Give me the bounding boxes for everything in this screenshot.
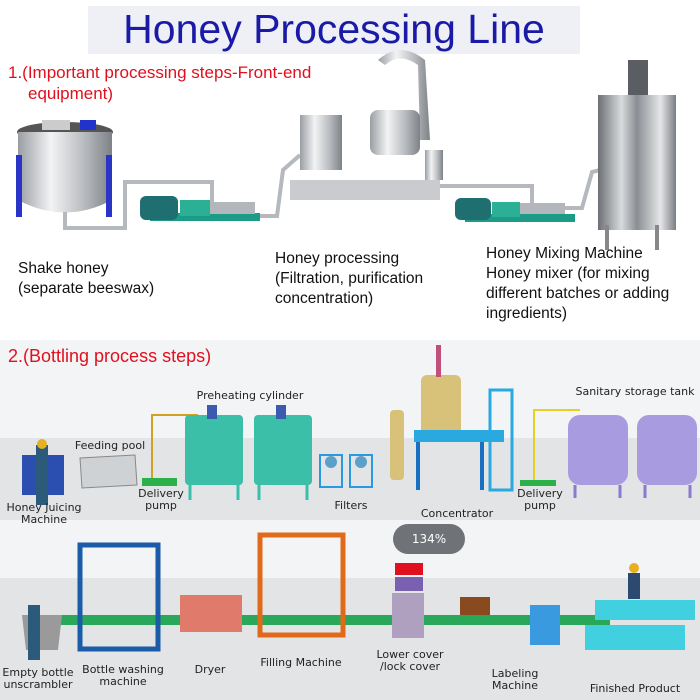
label-line: pump <box>145 499 177 512</box>
floor-band-2 <box>0 578 700 700</box>
delivery-pump-2 <box>520 480 556 486</box>
label-feeding-pool: Feeding pool <box>74 439 146 452</box>
label-labeling-machine: Labeling Machine <box>485 668 545 692</box>
pump-2 <box>455 198 575 222</box>
label-dryer: Dryer <box>194 663 226 676</box>
label-empty-bottle-unscrambler: Empty bottle unscrambler <box>0 667 76 691</box>
section1-heading-line2: equipment) <box>28 84 114 103</box>
label-line: unscrambler <box>3 678 73 691</box>
filters <box>319 454 373 488</box>
filling-machine <box>257 532 346 638</box>
labeling-machine <box>530 605 560 645</box>
label-sanitary-storage-tank: Sanitary storage tank <box>575 385 695 398</box>
dryer <box>180 595 242 632</box>
step-shake-honey: Shake honey (separate beeswax) <box>18 259 154 299</box>
label-finished-product: Finished Product <box>589 682 681 695</box>
caption-line: Honey processing <box>275 250 400 267</box>
label-filling-machine: Filling Machine <box>260 656 342 669</box>
label-line: Machine <box>491 679 539 692</box>
caption-line: concentration) <box>275 290 374 307</box>
honey-extractor <box>16 120 113 217</box>
title-background <box>88 6 580 54</box>
caption-line: Shake honey <box>18 260 109 277</box>
caption-line: Honey mixer (for mixing <box>486 265 650 282</box>
label-line: Honey Juicing <box>6 501 82 514</box>
caption-line: different batches or adding <box>486 285 670 302</box>
concentrator <box>390 345 514 492</box>
pump-1 <box>140 196 260 221</box>
label-honey-juicing-machine: Honey Juicing Machine <box>2 502 86 526</box>
preheating-cylinders <box>185 405 312 500</box>
label-line: Lower cover <box>376 648 444 661</box>
bottle-washing-machine <box>77 542 161 652</box>
label-delivery-pump-2: Delivery pump <box>512 488 568 512</box>
label-line: Bottle washing <box>82 663 164 676</box>
label-line: Empty bottle <box>2 666 74 679</box>
caption-line: Honey Mixing Machine <box>486 245 643 262</box>
honey-juicing-machine <box>22 439 64 505</box>
zoom-indicator: 134% <box>393 524 465 554</box>
capping-station <box>460 597 490 615</box>
pipes <box>63 153 601 230</box>
page-title: Honey Processing Line <box>123 6 545 52</box>
label-delivery-pump-1: Delivery pump <box>134 488 188 512</box>
conveyor <box>50 615 610 625</box>
label-line: Delivery <box>138 487 184 500</box>
section1-heading: 1.(Important processing steps-Front-end … <box>8 62 311 104</box>
sanitary-storage-tanks <box>568 415 697 498</box>
front-end-equipment-illustration <box>16 50 676 250</box>
label-concentrator: Concentrator <box>420 507 494 520</box>
label-line: /lock cover <box>380 660 440 673</box>
feed-pipe-2 <box>533 409 580 480</box>
lower-cover-machine <box>392 563 424 638</box>
label-line: machine <box>99 675 147 688</box>
label-line: Delivery <box>517 487 563 500</box>
caption-line: (separate beeswax) <box>18 280 155 297</box>
step-honey-mixing: Honey Mixing Machine Honey mixer (for mi… <box>486 244 669 324</box>
empty-bottle-unscrambler <box>22 605 62 660</box>
section1-heading-line1: 1.(Important processing steps-Front-end <box>8 63 312 82</box>
delivery-pump-1 <box>142 478 177 486</box>
label-bottle-washing-machine: Bottle washing machine <box>80 664 166 688</box>
label-line: Machine <box>20 513 68 526</box>
label-preheating-cylinder: Preheating cylinder <box>196 389 304 402</box>
feeding-pool <box>79 454 138 489</box>
finished-product-table <box>585 563 695 650</box>
honey-processing-unit <box>290 50 443 200</box>
caption-line: (Filtration, purification <box>275 270 424 287</box>
step-honey-processing: Honey processing (Filtration, purificati… <box>275 249 423 309</box>
honey-mixing-machine <box>598 60 676 250</box>
section2-heading: 2.(Bottling process steps) <box>8 346 212 366</box>
label-line: Labeling <box>491 667 539 680</box>
label-lower-cover: Lower cover /lock cover <box>372 649 448 673</box>
label-line: pump <box>524 499 556 512</box>
label-filters: Filters <box>334 499 368 512</box>
caption-line: ingredients) <box>486 305 567 322</box>
feed-pipe-1 <box>151 414 198 482</box>
